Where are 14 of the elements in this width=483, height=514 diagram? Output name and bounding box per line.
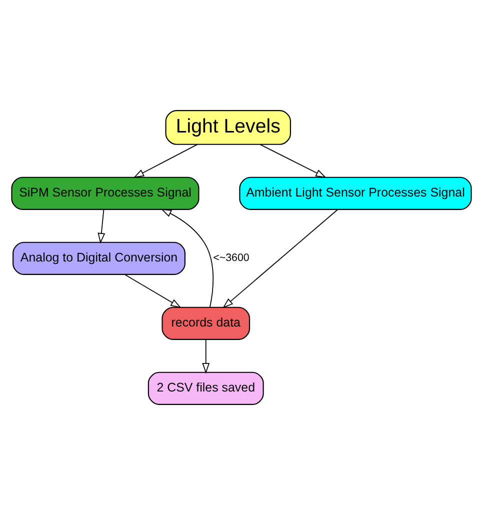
arrow <box>133 144 198 178</box>
arrow <box>202 338 210 374</box>
node-box: Light Levels <box>165 110 292 144</box>
arrow <box>124 273 182 308</box>
edge-label: <~3600 <box>213 252 250 264</box>
arrow <box>260 144 326 178</box>
node-box: records data <box>162 306 250 340</box>
arrow <box>98 208 106 244</box>
node-box: SiPM Sensor Processes Signal <box>11 176 200 210</box>
arrow <box>222 208 338 308</box>
node-box: Ambient Light Sensor Processes Signal <box>239 176 472 210</box>
node-box: Analog to Digital Conversion <box>12 241 186 274</box>
arrow <box>160 208 214 308</box>
node-box: 2 CSV files saved <box>148 371 264 404</box>
